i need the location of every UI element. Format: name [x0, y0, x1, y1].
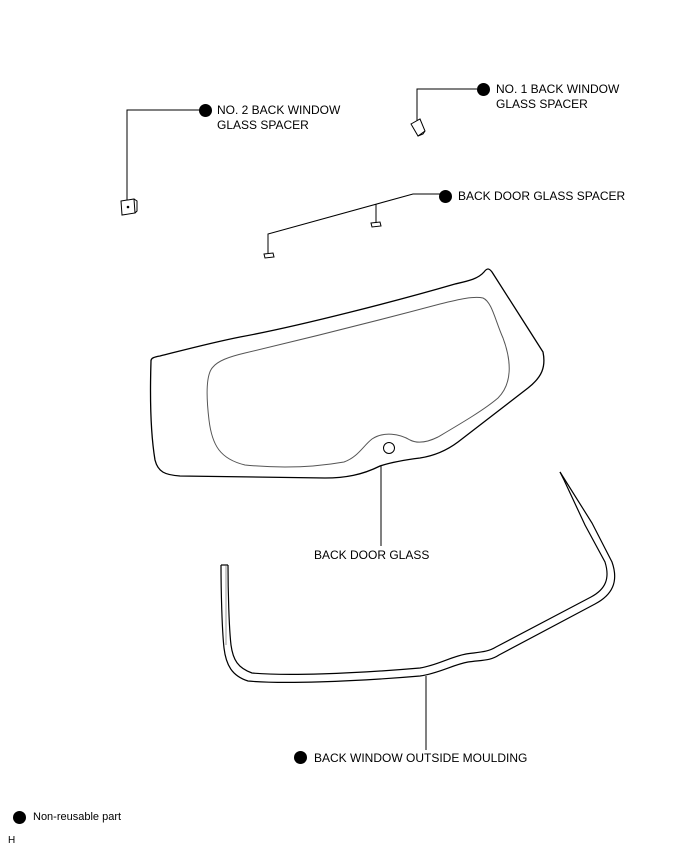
door-glass-spacer-part-left	[263, 252, 275, 259]
no1-spacer-label: NO. 1 BACK WINDOW GLASS SPACER	[496, 82, 619, 112]
no1-spacer-leader	[416, 88, 477, 121]
outside-moulding-non-reusable-icon	[294, 751, 307, 764]
no1-spacer-label-line1: NO. 1 BACK WINDOW	[496, 82, 620, 96]
no2-spacer-leader	[126, 109, 200, 200]
back-door-glass-inner-line	[206, 296, 510, 468]
no2-spacer-label-line2: GLASS SPACER	[217, 118, 309, 132]
no2-spacer-non-reusable-icon	[199, 104, 212, 117]
no2-spacer-label: NO. 2 BACK WINDOW GLASS SPACER	[217, 103, 340, 133]
door-glass-spacer-part-right	[370, 221, 382, 228]
no2-spacer-label-line1: NO. 2 BACK WINDOW	[217, 103, 341, 117]
footer-code: H	[8, 835, 16, 846]
door-glass-spacer-leader	[267, 193, 440, 253]
door-glass-label: BACK DOOR GLASS	[314, 548, 430, 562]
no1-spacer-non-reusable-icon	[477, 83, 490, 96]
outside-moulding-part	[220, 471, 616, 683]
door-glass-spacer-non-reusable-icon	[439, 190, 452, 203]
legend-label: Non-reusable part	[33, 811, 122, 823]
no1-spacer-label-line2: GLASS SPACER	[496, 97, 588, 111]
back-door-glass-hole	[383, 442, 395, 454]
door-glass-spacer-label: BACK DOOR GLASS SPACER	[458, 189, 626, 203]
no1-spacer-part	[410, 118, 426, 137]
legend-non-reusable-icon	[13, 811, 26, 824]
back-door-glass-part	[149, 268, 545, 479]
outside-moulding-label: BACK WINDOW OUTSIDE MOULDING	[314, 751, 528, 765]
no2-spacer-part	[120, 198, 138, 216]
